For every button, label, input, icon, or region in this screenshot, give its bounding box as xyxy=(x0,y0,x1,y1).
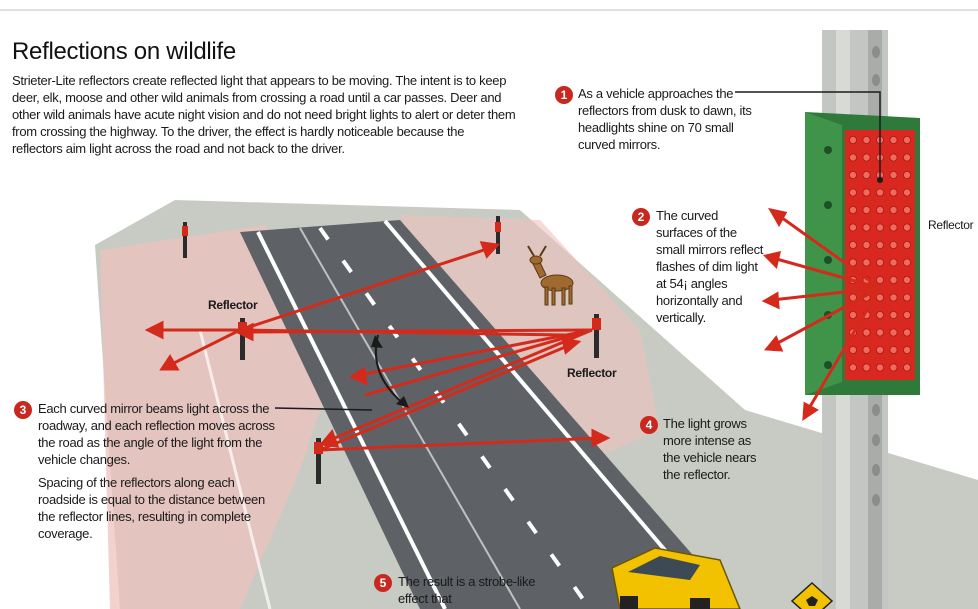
reflector-unit-beams xyxy=(761,207,882,421)
curved-mirror xyxy=(876,293,885,302)
curved-mirror xyxy=(889,293,898,302)
curved-mirror xyxy=(903,240,912,249)
curved-mirror xyxy=(903,188,912,197)
callout-5: The result is a strobe-like effect that xyxy=(398,573,548,609)
curved-mirror xyxy=(849,205,858,214)
curved-mirror xyxy=(862,188,871,197)
curved-mirror xyxy=(903,135,912,144)
callout-1: As a vehicle approaches the reflectors f… xyxy=(578,85,773,159)
curved-mirror xyxy=(849,258,858,267)
curved-mirror xyxy=(862,363,871,372)
page-title: Reflections on wildlife xyxy=(12,38,236,65)
callout-4: The light grows more intense as the vehi… xyxy=(663,415,765,489)
label-reflector-sign: Reflector xyxy=(928,218,974,232)
curved-mirror xyxy=(889,328,898,337)
curved-mirror xyxy=(849,188,858,197)
curved-mirror xyxy=(862,153,871,162)
reflector-unit xyxy=(805,112,920,395)
curved-mirror xyxy=(889,258,898,267)
callout-5-text: The result is a strobe-like effect that xyxy=(398,574,536,606)
curved-mirror xyxy=(849,223,858,232)
reflection-glow-left xyxy=(100,225,330,609)
curved-mirror xyxy=(862,135,871,144)
curved-mirror xyxy=(862,345,871,354)
curved-mirror xyxy=(889,345,898,354)
curved-mirror xyxy=(862,328,871,337)
curved-mirror xyxy=(849,170,858,179)
callout-5-badge: 5 xyxy=(374,574,392,592)
curved-mirror xyxy=(849,363,858,372)
callout-2: The curved surfaces of the small mirrors… xyxy=(656,207,764,332)
curved-mirror xyxy=(849,135,858,144)
curved-mirror xyxy=(903,170,912,179)
curved-mirror xyxy=(903,223,912,232)
reflection-glow-right xyxy=(400,215,660,460)
callout-4-badge: 4 xyxy=(640,416,658,434)
callout-3-text-2: Spacing of the reflectors along each roa… xyxy=(38,475,265,541)
label-reflector-left: Reflector xyxy=(208,298,258,312)
curved-mirror xyxy=(876,328,885,337)
callout-2-text: The curved surfaces of the small mirrors… xyxy=(656,208,764,325)
curved-mirror xyxy=(862,240,871,249)
curved-mirror xyxy=(889,223,898,232)
curved-mirror xyxy=(889,363,898,372)
curved-mirror xyxy=(876,188,885,197)
curved-mirror xyxy=(876,258,885,267)
curved-mirror xyxy=(903,205,912,214)
callout-1-text: As a vehicle approaches the reflectors f… xyxy=(578,86,752,152)
curved-mirror xyxy=(876,363,885,372)
curved-mirror xyxy=(889,135,898,144)
intro-paragraph: Strieter-Lite reflectors create reflecte… xyxy=(12,73,516,156)
curved-mirror xyxy=(903,345,912,354)
curved-mirror xyxy=(849,240,858,249)
deer-illustration xyxy=(527,245,574,306)
curved-mirror xyxy=(903,328,912,337)
curved-mirror xyxy=(876,223,885,232)
curved-mirror xyxy=(903,310,912,319)
curved-mirror xyxy=(862,223,871,232)
label-reflector-right: Reflector xyxy=(567,366,617,380)
curved-mirror xyxy=(849,310,858,319)
curved-mirror xyxy=(862,258,871,267)
curved-mirror xyxy=(889,275,898,284)
road-surface xyxy=(240,220,740,609)
curved-mirror xyxy=(903,363,912,372)
callout-3-text: Each curved mirror beams light across th… xyxy=(38,401,275,467)
reflected-light-beams xyxy=(144,241,611,452)
curved-mirror xyxy=(849,345,858,354)
curved-mirror xyxy=(903,293,912,302)
curved-mirror xyxy=(903,153,912,162)
deer-crossing-sign xyxy=(790,581,834,609)
curved-mirror xyxy=(903,258,912,267)
curved-mirror xyxy=(849,153,858,162)
curved-mirror xyxy=(889,205,898,214)
callout-1-badge: 1 xyxy=(555,86,573,104)
callout-3-badge: 3 xyxy=(14,401,32,419)
curved-mirror xyxy=(862,205,871,214)
callout-4-text: The light grows more intense as the vehi… xyxy=(663,416,757,482)
curved-mirror xyxy=(862,170,871,179)
callout-2-badge: 2 xyxy=(632,208,650,226)
curved-mirror xyxy=(876,345,885,354)
curved-mirror xyxy=(889,310,898,319)
curved-mirror xyxy=(876,240,885,249)
curved-mirror xyxy=(889,240,898,249)
curved-mirror xyxy=(889,188,898,197)
curved-mirror xyxy=(876,275,885,284)
callout-1-leader xyxy=(735,91,881,178)
curved-mirror xyxy=(903,275,912,284)
curved-mirror xyxy=(876,310,885,319)
curved-mirror xyxy=(889,170,898,179)
curved-mirror xyxy=(889,153,898,162)
curved-mirror xyxy=(876,205,885,214)
callout-3: Each curved mirror beams light across th… xyxy=(38,400,278,548)
vehicle-illustration xyxy=(611,547,741,609)
